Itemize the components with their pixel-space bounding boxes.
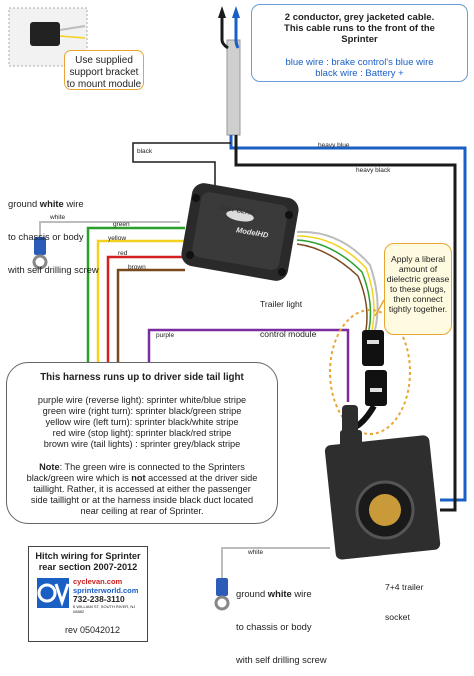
note-line-4: side taillight or at the harness inside … [30,495,254,505]
heavy-black-wire [234,135,457,512]
grease-line-6: tightly together. [388,304,448,314]
socket-caption-2: socket [385,612,410,622]
note-line-2-pre: black/green wire which is [26,473,132,483]
label-brown: brown [128,264,146,271]
ring-terminal-bottom-icon [214,578,230,611]
ground-bottom-line2: to chassis or body [236,621,312,632]
label-yellow: yellow [108,235,127,242]
logo-box: Hitch wiring for Sprinter rear section 2… [28,546,148,642]
cable-title-2: This cable runs to the front of the [284,23,435,34]
socket-caption: 7+4 trailer socket [385,562,423,632]
harness-row-green: green wire (right turn): sprinter black/… [42,406,242,416]
cable-blue-line: blue wire : brake control's blue wire [285,57,434,68]
harness-title: This harness runs up to driver side tail… [40,372,244,383]
red-wire [106,255,185,382]
label-purple: purple [156,332,175,339]
module-caption-2: control module [260,329,317,339]
module-caption: Trailer light control module [260,279,316,349]
label-green: green [113,221,130,228]
note-line-3: taillight. Rather, it is accessed at eit… [33,484,251,494]
label-heavy-blue: heavy blue [318,142,350,149]
harness-row-red: red wire (stop light): sprinter black/re… [52,428,232,438]
white-ground-wire-top [39,221,180,238]
ground-bottom-line3: with self drilling screw [236,654,327,665]
grease-region-outline [329,309,411,435]
cable-title-3: Sprinter [341,34,378,45]
note-line-1: : The green wire is connected to the Spr… [59,462,245,472]
grease-line-5: then connect [393,294,443,304]
black-wire [132,142,231,190]
ground-top-line3: with self drilling screw [8,264,99,275]
ground-bottom-post: wire [291,588,312,599]
trailer-socket-icon [324,405,441,560]
ground-bottom-bold: white [267,588,292,599]
ground-top-line2: to chassis or body [8,231,84,242]
wiring-diagram [8,6,467,611]
bracket-line-1: Use supplied [75,55,133,66]
grease-line-2: amount of [398,264,438,274]
ground-top-bold: white [39,198,64,209]
note-line-2-post: accessed at the driver side [145,473,258,483]
grease-line-4: to these plugs, [390,284,446,294]
logo-rev: rev 05042012 [65,625,121,635]
logo-site-2: sprinterworld.com [73,586,139,595]
logo-title-1: Hitch wiring for Sprinter [35,551,141,561]
cyclevan-logo-icon [37,578,70,608]
label-white-bottom: white [248,549,264,556]
grey-cable-jacket [226,39,241,136]
harness-row-brown: brown wire (tail lights) : sprinter grey… [43,439,241,449]
white-ground-wire-bottom [221,547,330,578]
bracket-info-box: Use supplied support bracket to mount mo… [64,50,144,90]
yellow-wire [96,239,185,382]
logo-phone: 732-238-3110 [73,594,125,604]
logo-address: 6 WILLIAM ST, SOUTH RIVER, NJ 08882 [73,604,136,614]
harness-row-purple: purple wire (reverse light): sprinter wh… [37,395,247,405]
label-white-top: white [50,214,66,221]
label-black: black [137,148,153,155]
ground-note-top: ground white wire to chassis or body wit… [8,176,99,286]
harness-row-yellow: yellow wire (left turn): sprinter black/… [45,417,239,427]
bracket-line-2: support bracket [69,67,139,78]
arrow-up-blue-icon [232,6,240,18]
bracket-line-3: to mount module [66,79,142,90]
note-label: Note [39,462,60,472]
logo-site-1: cyclevan.com [73,577,123,586]
ring-terminal-top-icon [32,237,48,270]
grease-line-3: dielectric grease [386,274,450,284]
logo-title: Hitch wiring for Sprinter rear section 2… [29,551,147,572]
harness-info-box: This harness runs up to driver side tail… [6,362,278,524]
label-red: red [118,250,128,257]
grease-line-1: Apply a liberal [391,254,445,264]
cable-black-line: black wire : Battery + [315,68,404,79]
4-way-plugs [344,330,387,433]
module-caption-1: Trailer light [260,299,303,309]
logo-contact: cyclevan.com sprinterworld.com 732-238-3… [73,577,147,614]
trailer-light-control-module [181,183,299,281]
arrow-up-black-icon [218,6,226,18]
green-wire [86,226,185,382]
label-heavy-black: heavy black [356,167,391,174]
note-line-2-bold: not [131,473,146,483]
ground-bottom-pre: ground [236,588,268,599]
ground-top-post: wire [63,198,84,209]
logo-title-2: rear section 2007-2012 [38,561,138,572]
socket-caption-1: 7+4 trailer [385,582,424,592]
ground-note-bottom: ground white wire to chassis or body wit… [236,566,327,676]
ground-top-pre: ground [8,198,40,209]
purple-wire [147,328,350,402]
note-line-5: near ceiling at rear of Sprinter. [80,506,204,516]
brown-wire [116,268,185,382]
cable-info-box: 2 conductor, grey jacketed cable. This c… [251,4,468,82]
cable-title-1: 2 conductor, grey jacketed cable. [284,12,435,23]
grease-info-box: Apply a liberal amount of dielectric gre… [384,243,452,335]
